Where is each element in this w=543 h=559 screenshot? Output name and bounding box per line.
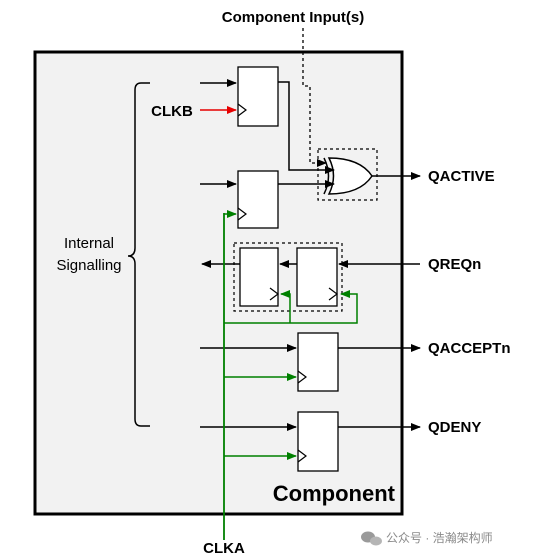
clka-label: CLKA [203,540,245,557]
ff3-clock-triangle [297,370,307,384]
sync-flip-flop-a [239,247,279,307]
sync-ffb-clock-triangle [328,287,338,301]
synchronizer-group-box [233,242,343,312]
internal-signalling-brace [127,82,150,427]
ff1-output-line [278,81,335,174]
qactive-label: QACTIVE [428,168,495,185]
component-box [33,50,404,516]
clkb-label: CLKB [151,103,193,120]
ff1-clock-triangle [237,103,247,117]
watermark: 公众号 · 浩瀚架构师 [361,530,493,546]
watermark-text: 公众号 · 浩瀚架构师 [386,530,493,545]
component-title: Component [273,481,396,506]
clka-network [223,210,358,540]
clka-to-sync-ffa [280,290,291,323]
ff4-clock-triangle [297,449,307,463]
or-gate [327,157,373,195]
ff2-clock-triangle [237,207,247,221]
or-gate-xor-arc [323,157,330,195]
qdeny-label: QDENY [428,419,481,436]
component-input-label: Component Input(s) [222,9,364,26]
internal-label-line1: Internal [64,235,114,252]
sync-flip-flop-b [296,247,338,307]
wechat-icon [361,531,382,546]
flip-flop-1 [237,66,279,127]
flip-flop-3 [297,332,339,392]
sync-ffa-clock-triangle [269,287,279,301]
qacceptn-label: QACCEPTn [428,340,511,357]
flip-flop-4 [297,411,339,472]
internal-label-line2: Signalling [56,257,121,274]
flip-flop-2 [237,170,279,229]
qreqn-label: QREQn [428,256,481,273]
component-input-line [302,28,327,167]
or-gate-group-box [317,148,378,201]
